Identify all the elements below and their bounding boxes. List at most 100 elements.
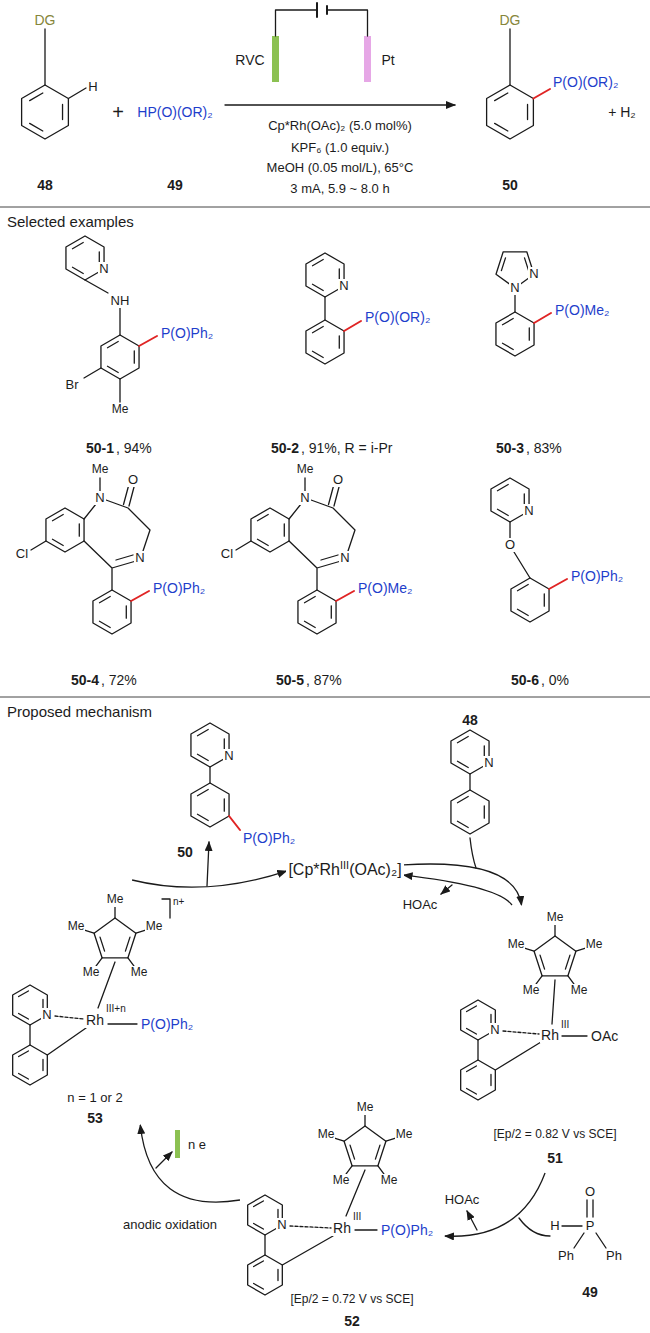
atom-label: Me (130, 966, 149, 980)
compound-number: 50 (176, 844, 194, 860)
group-label: DG (499, 12, 522, 28)
entry-arrow (470, 838, 476, 868)
compound-number: 50 (501, 177, 519, 193)
coordination-bond (503, 1031, 539, 1034)
new-bond (229, 816, 240, 830)
atom-label: N (489, 1023, 500, 1038)
new-bond (344, 321, 361, 331)
cp-star-ring (524, 925, 587, 985)
atom-label: Rh (85, 1012, 105, 1028)
rhodacycle-intermediate: MeMeMeMeMeNRhIIIOAc[Ep/2 = 0.82 V vs SCE… (455, 905, 645, 1173)
oxidation-state: III+n (105, 1003, 127, 1015)
cycle-arrow (140, 1125, 240, 1202)
byproduct-label: + H₂ (607, 104, 637, 120)
bond (45, 29, 86, 99)
compound-number: 49 (581, 1284, 599, 1300)
atom-label: Me (332, 1174, 351, 1188)
atom-label: O (332, 473, 344, 488)
atom-label: N (276, 1218, 287, 1233)
atom-label: N (338, 279, 349, 294)
atom-label: NH (110, 294, 131, 309)
circuit-wire (276, 10, 368, 36)
reaction-arrow (225, 104, 455, 105)
new-bond (533, 89, 550, 99)
compound-number: 49 (166, 177, 184, 193)
atom-label: N (523, 504, 534, 519)
atom-label: Me (380, 1174, 399, 1188)
group-label: DG (34, 12, 57, 28)
electron-label: n e (187, 1138, 207, 1153)
cp-star-ring (84, 907, 147, 967)
bond (562, 1200, 606, 1248)
atom-label: Me (111, 403, 130, 417)
anode-electrode (175, 1130, 180, 1158)
atom-label: Me (82, 966, 101, 980)
entry-arrow (519, 1218, 550, 1236)
yield-text: , 0% (540, 672, 570, 688)
formula-part: [Cp*Rh (288, 861, 340, 878)
formula-part: III (340, 859, 349, 871)
compound-number: 50-5 (275, 672, 305, 688)
section-heading: Selected examples (6, 213, 135, 230)
benzene-ring (13, 1045, 48, 1085)
atom-label: O (584, 1185, 596, 1200)
atom-label: Me (106, 893, 125, 907)
plus-sign: + (111, 101, 125, 124)
atom-label: Me (296, 463, 315, 477)
double-bond (501, 258, 528, 312)
benzene-ring (451, 790, 489, 834)
atom-label: Me (145, 920, 164, 934)
substituent-label: P(O)Ph₂ (242, 830, 296, 846)
benzene-ring (22, 85, 69, 139)
atom-label: N (483, 756, 494, 771)
condition-text: 3 mA, 5.9 ~ 8.0 h (289, 182, 390, 197)
atom-label: Me (356, 1101, 375, 1115)
electrode-label: Pt (380, 52, 395, 68)
benzodiazepine-structure (236, 478, 355, 634)
atom-label: Me (585, 938, 604, 952)
charge-bracket (162, 899, 170, 918)
new-bond (139, 336, 157, 346)
separator-line (0, 207, 650, 697)
rvc-electrode (272, 36, 279, 82)
release-arrow (467, 1211, 477, 1230)
yield-text: , 83% (525, 440, 563, 456)
release-arrow (207, 842, 209, 886)
atom-label: O (504, 538, 516, 553)
atom-label: Br (65, 378, 80, 393)
benzene-ring (511, 578, 549, 622)
benzene-ring (248, 1255, 283, 1295)
cycle-arrow (132, 871, 286, 887)
charge-label: n+ (172, 896, 185, 908)
atom-label: Me (67, 920, 86, 934)
reagent-formula: HP(O)(OR)₂ (136, 104, 213, 120)
coordination-bond (290, 1226, 331, 1228)
condition-text: MeOH (0.05 mol/L), 65°C (266, 161, 415, 176)
atom-label: Cl (15, 547, 29, 562)
compound-number: 50-2 (270, 440, 300, 456)
electrode-label: RVC (234, 52, 265, 68)
atom-label: H (87, 80, 98, 95)
atom-label: Me (546, 911, 565, 925)
atom-label: H (549, 1219, 560, 1234)
atom-label: Cl (220, 547, 234, 562)
ligand-label: P(O)Ph₂ (380, 1222, 434, 1238)
compound-number: 48 (461, 712, 479, 728)
coordination-bond (55, 1016, 84, 1019)
yield-text: , 94% (115, 440, 153, 456)
byproduct-label: HOAc (402, 898, 439, 913)
atom-label: P (585, 1219, 596, 1234)
atom-label: N (299, 491, 310, 506)
new-bond (534, 313, 551, 323)
atom-label: Ph (605, 1249, 623, 1264)
substituent-label: P(O)(OR)₂ (364, 309, 431, 325)
oxidation-state: III (560, 1019, 570, 1031)
substituent-label: P(O)Me₂ (554, 302, 610, 318)
bond (30, 962, 137, 1055)
atom-label: Me (570, 984, 589, 998)
yield-text: , 87% (305, 672, 343, 688)
atom-label: N (528, 267, 539, 282)
new-bond (549, 579, 567, 589)
electron-arrow (156, 1152, 172, 1168)
substituent-label: P(O)Ph₂ (152, 580, 206, 596)
